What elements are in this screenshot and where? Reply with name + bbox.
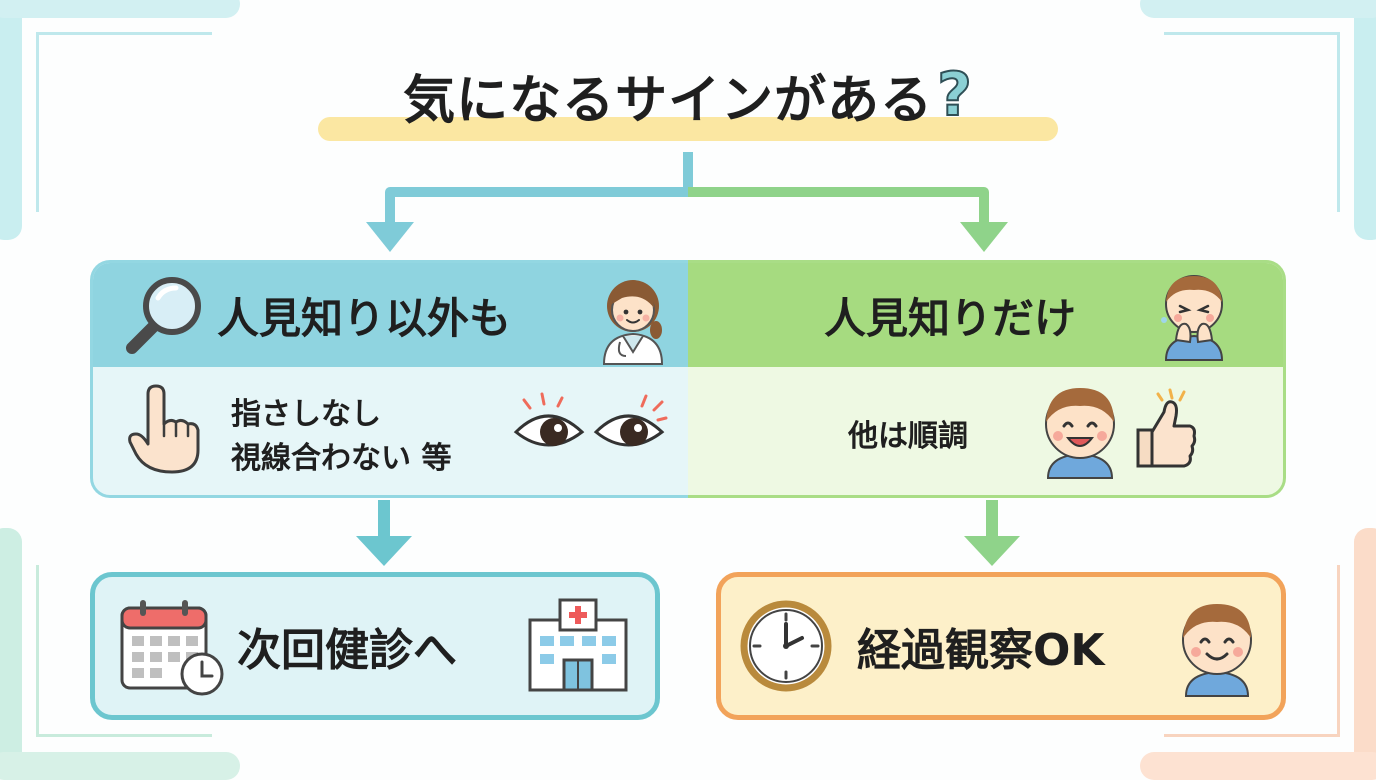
frame-line: [36, 734, 212, 737]
branch-right-detail: 他は順調: [848, 419, 968, 454]
frame-line: [1164, 32, 1340, 35]
title-highlight: [318, 117, 1058, 141]
frame-line: [36, 32, 212, 35]
frame-line: [1164, 734, 1340, 737]
happy-child-icon: [1182, 604, 1252, 697]
branch-left-detail-1: 指さしなし: [231, 397, 381, 432]
branch-left-detail-2: 視線合わない 等: [231, 441, 452, 476]
smiling-child-icon: [1045, 388, 1115, 479]
clock-icon: [740, 600, 832, 692]
frame-corner-top-right: [1354, 0, 1376, 240]
frame-corner-top-left-h: [0, 0, 240, 18]
magnifier-icon: [126, 277, 201, 354]
branch-right-heading: 人見知りだけ: [824, 293, 1077, 343]
branch-left-heading: 人見知り以外も: [217, 293, 512, 343]
result-next-checkup-text: 次回健診へ: [237, 625, 457, 676]
frame-line: [36, 32, 39, 212]
shy-child-icon: [1161, 275, 1224, 361]
frame-corner-top-left: [0, 0, 22, 240]
frame-corner-top-right-h: [1140, 0, 1376, 18]
result-observation-text: 経過観察OK: [857, 625, 1105, 676]
diagram-title: 気になるサインがある ?: [318, 50, 1058, 140]
frame-line: [1337, 32, 1340, 212]
frame-line: [36, 565, 39, 737]
calendar-icon: [120, 600, 224, 696]
eyes-icon: [513, 392, 668, 447]
frame-corner-bottom-left: [0, 528, 22, 778]
pointing-hand-icon: [128, 384, 200, 474]
hospital-icon: [528, 598, 628, 692]
doctor-icon: [602, 280, 664, 365]
frame-line: [1337, 565, 1340, 737]
title-text: 気になるサインがある: [403, 70, 934, 131]
thumbs-up-icon: [1136, 388, 1197, 468]
frame-corner-bottom-right: [1354, 528, 1376, 778]
question-mark-icon: ?: [936, 59, 973, 131]
